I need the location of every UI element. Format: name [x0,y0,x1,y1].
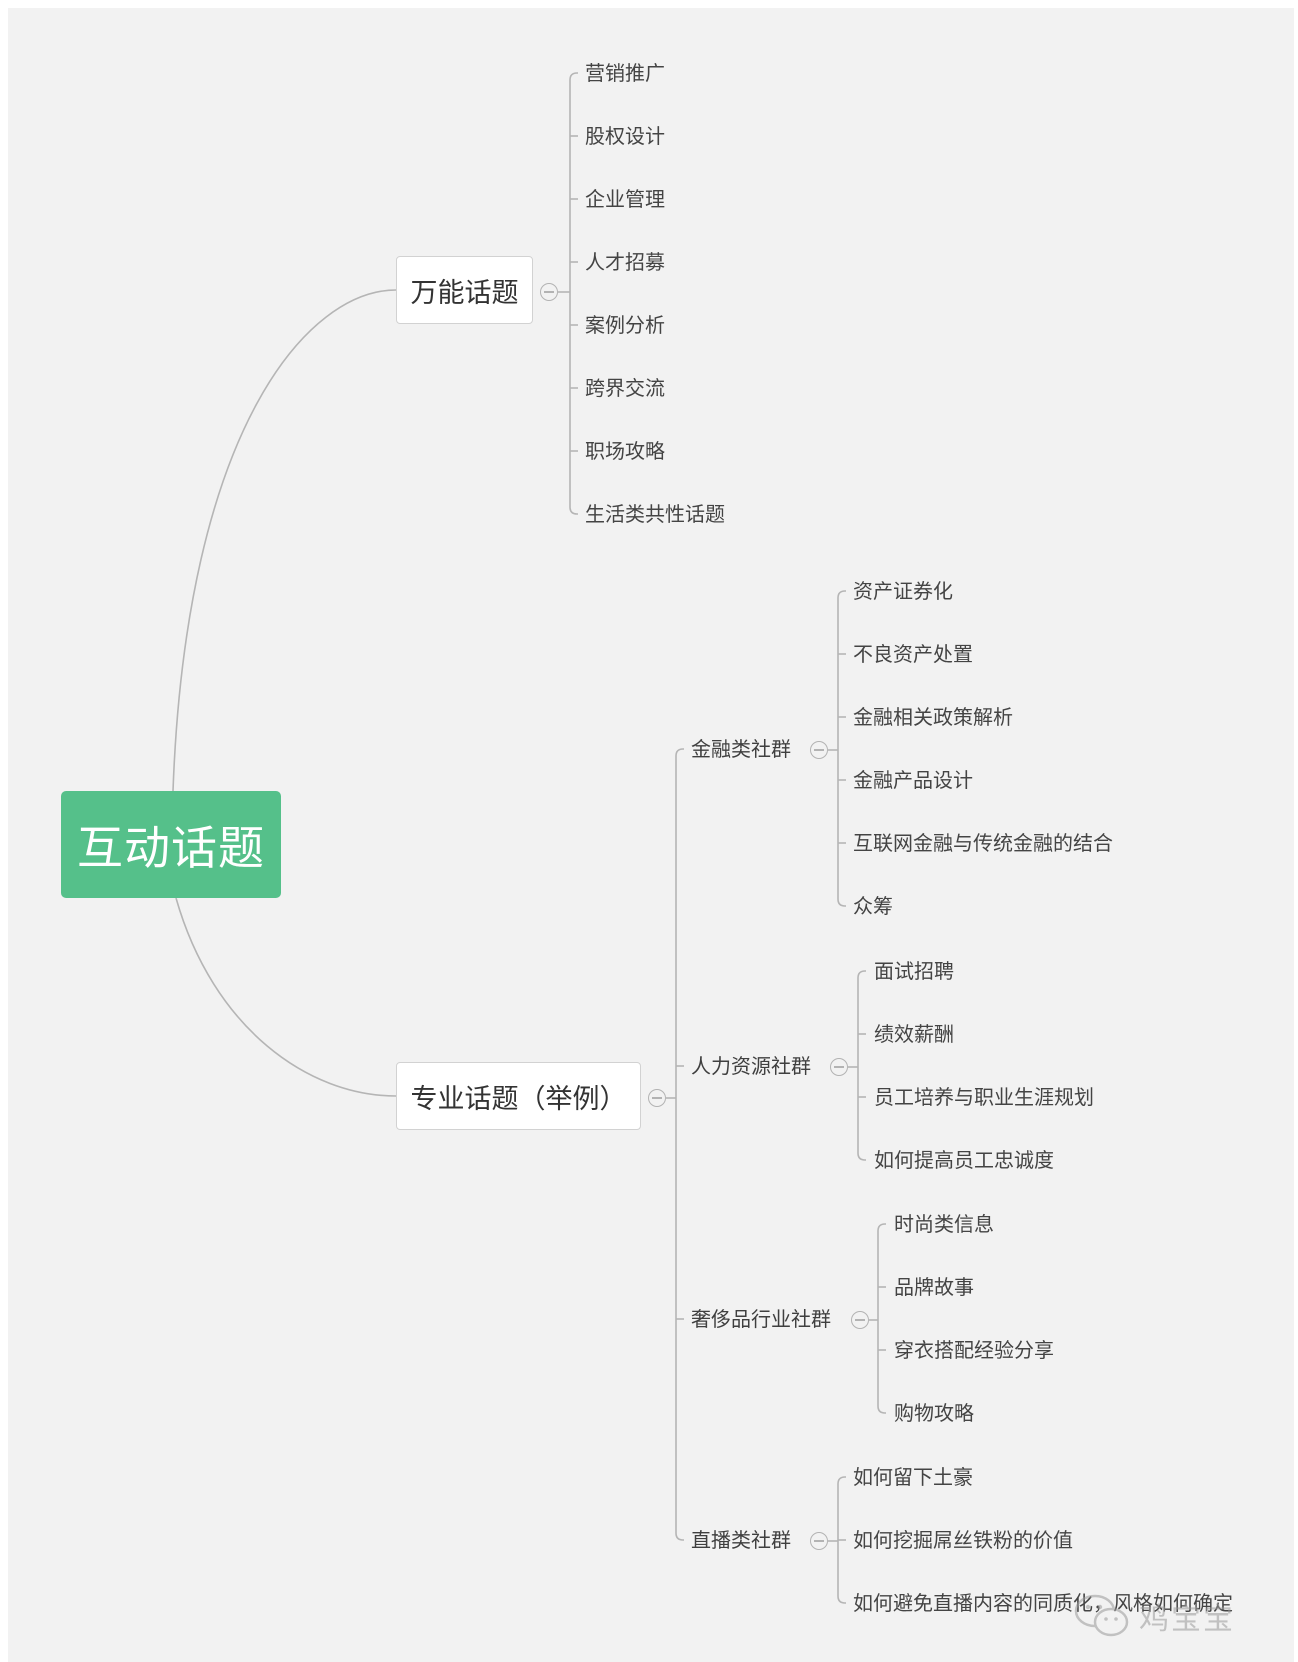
leaf-topic[interactable]: 互联网金融与传统金融的结合 [853,831,1113,855]
leaf-topic[interactable]: 跨界交流 [585,376,665,400]
collapse-icon[interactable] [810,1532,828,1550]
wechat-icon [1074,1594,1129,1637]
leaf-topic[interactable]: 穿衣搭配经验分享 [894,1338,1054,1362]
connector-lines [172,72,886,1604]
collapse-icon[interactable] [540,283,558,301]
leaf-topic[interactable]: 时尚类信息 [894,1212,994,1236]
leaf-topic[interactable]: 金融相关政策解析 [853,705,1013,729]
mindmap-canvas: 互动话题 万能话题 营销推广 股权设计 企业管理 人才招募 案例分析 跨界交流 … [8,8,1294,1662]
leaf-topic[interactable]: 资产证券化 [853,579,953,603]
leaf-topic[interactable]: 品牌故事 [894,1275,974,1299]
root-node[interactable]: 互动话题 [61,791,281,898]
branch-node-professional-topics[interactable]: 专业话题（举例） [396,1062,641,1130]
leaf-topic[interactable]: 如何提高员工忠诚度 [874,1148,1054,1172]
leaf-topic[interactable]: 案例分析 [585,313,665,337]
leaf-topic[interactable]: 员工培养与职业生涯规划 [874,1085,1094,1109]
leaf-topic[interactable]: 绩效薪酬 [874,1022,954,1046]
watermark: 鸡宝宝 [1073,1593,1235,1639]
leaf-topic[interactable]: 职场攻略 [585,439,665,463]
root-to-branch-curve [175,897,397,1097]
leaf-topic[interactable]: 营销推广 [585,61,665,85]
leaf-topic[interactable]: 股权设计 [585,124,665,148]
watermark-text: 鸡宝宝 [1139,1602,1235,1637]
leaf-topic[interactable]: 金融产品设计 [853,768,973,792]
leaf-topic[interactable]: 面试招聘 [874,959,954,983]
leaf-topic[interactable]: 众筹 [853,894,893,918]
bracket-line [877,1223,886,1414]
leaf-topic[interactable]: 如何留下土豪 [853,1465,973,1489]
group-node-luxury[interactable]: 奢侈品行业社群 [691,1307,831,1331]
leaf-topic[interactable]: 购物攻略 [894,1401,974,1425]
collapse-icon[interactable] [810,741,828,759]
bracket-line [569,72,578,515]
collapse-icon[interactable] [830,1058,848,1076]
leaf-topic[interactable]: 如何挖掘屌丝铁粉的价值 [853,1528,1073,1552]
bracket-line [857,970,866,1161]
leaf-topic[interactable]: 企业管理 [585,187,665,211]
root-to-branch-curve [172,289,397,792]
leaf-topic[interactable]: 不良资产处置 [853,642,973,666]
leaf-topic[interactable]: 如何避免直播内容的同质化，风格如何确定 [853,1591,1233,1615]
collapse-icon[interactable] [851,1311,869,1329]
leaf-topic[interactable]: 人才招募 [585,250,665,274]
leaf-topic[interactable]: 生活类共性话题 [585,502,725,526]
group-node-finance[interactable]: 金融类社群 [691,737,791,761]
group-node-live-streaming[interactable]: 直播类社群 [691,1528,791,1552]
bracket-line [837,590,846,907]
collapse-icon[interactable] [648,1089,666,1107]
branch-node-universal-topics[interactable]: 万能话题 [396,256,533,324]
bracket-line [675,748,684,1541]
group-node-hr[interactable]: 人力资源社群 [691,1054,811,1078]
